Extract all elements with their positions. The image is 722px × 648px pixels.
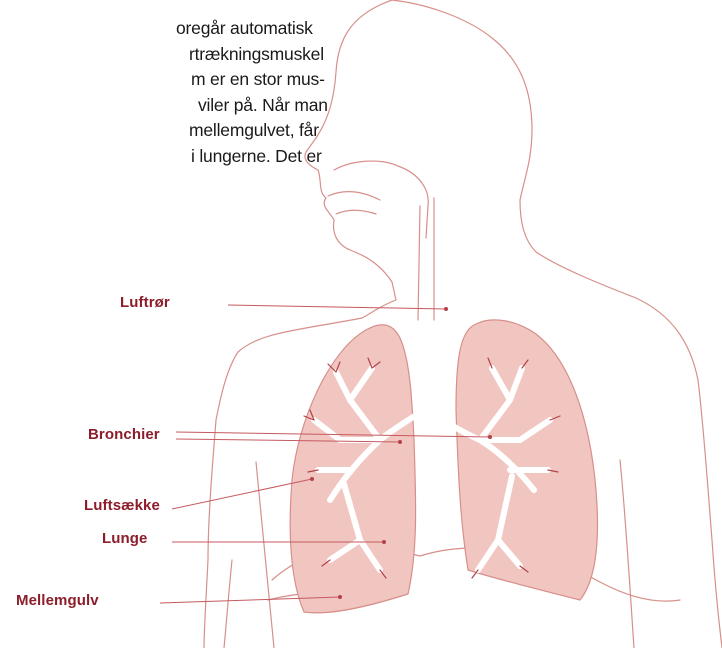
leader-trachea <box>228 305 446 309</box>
nasal-passage <box>334 161 428 238</box>
label-trachea: Luftrør <box>120 294 170 311</box>
label-lung: Lunge <box>102 530 148 547</box>
label-air-sacs: Luftsække <box>84 497 160 514</box>
lungs <box>290 320 597 613</box>
label-diaphragm: Mellemgulv <box>16 592 99 609</box>
label-bronchi: Bronchier <box>88 426 160 443</box>
